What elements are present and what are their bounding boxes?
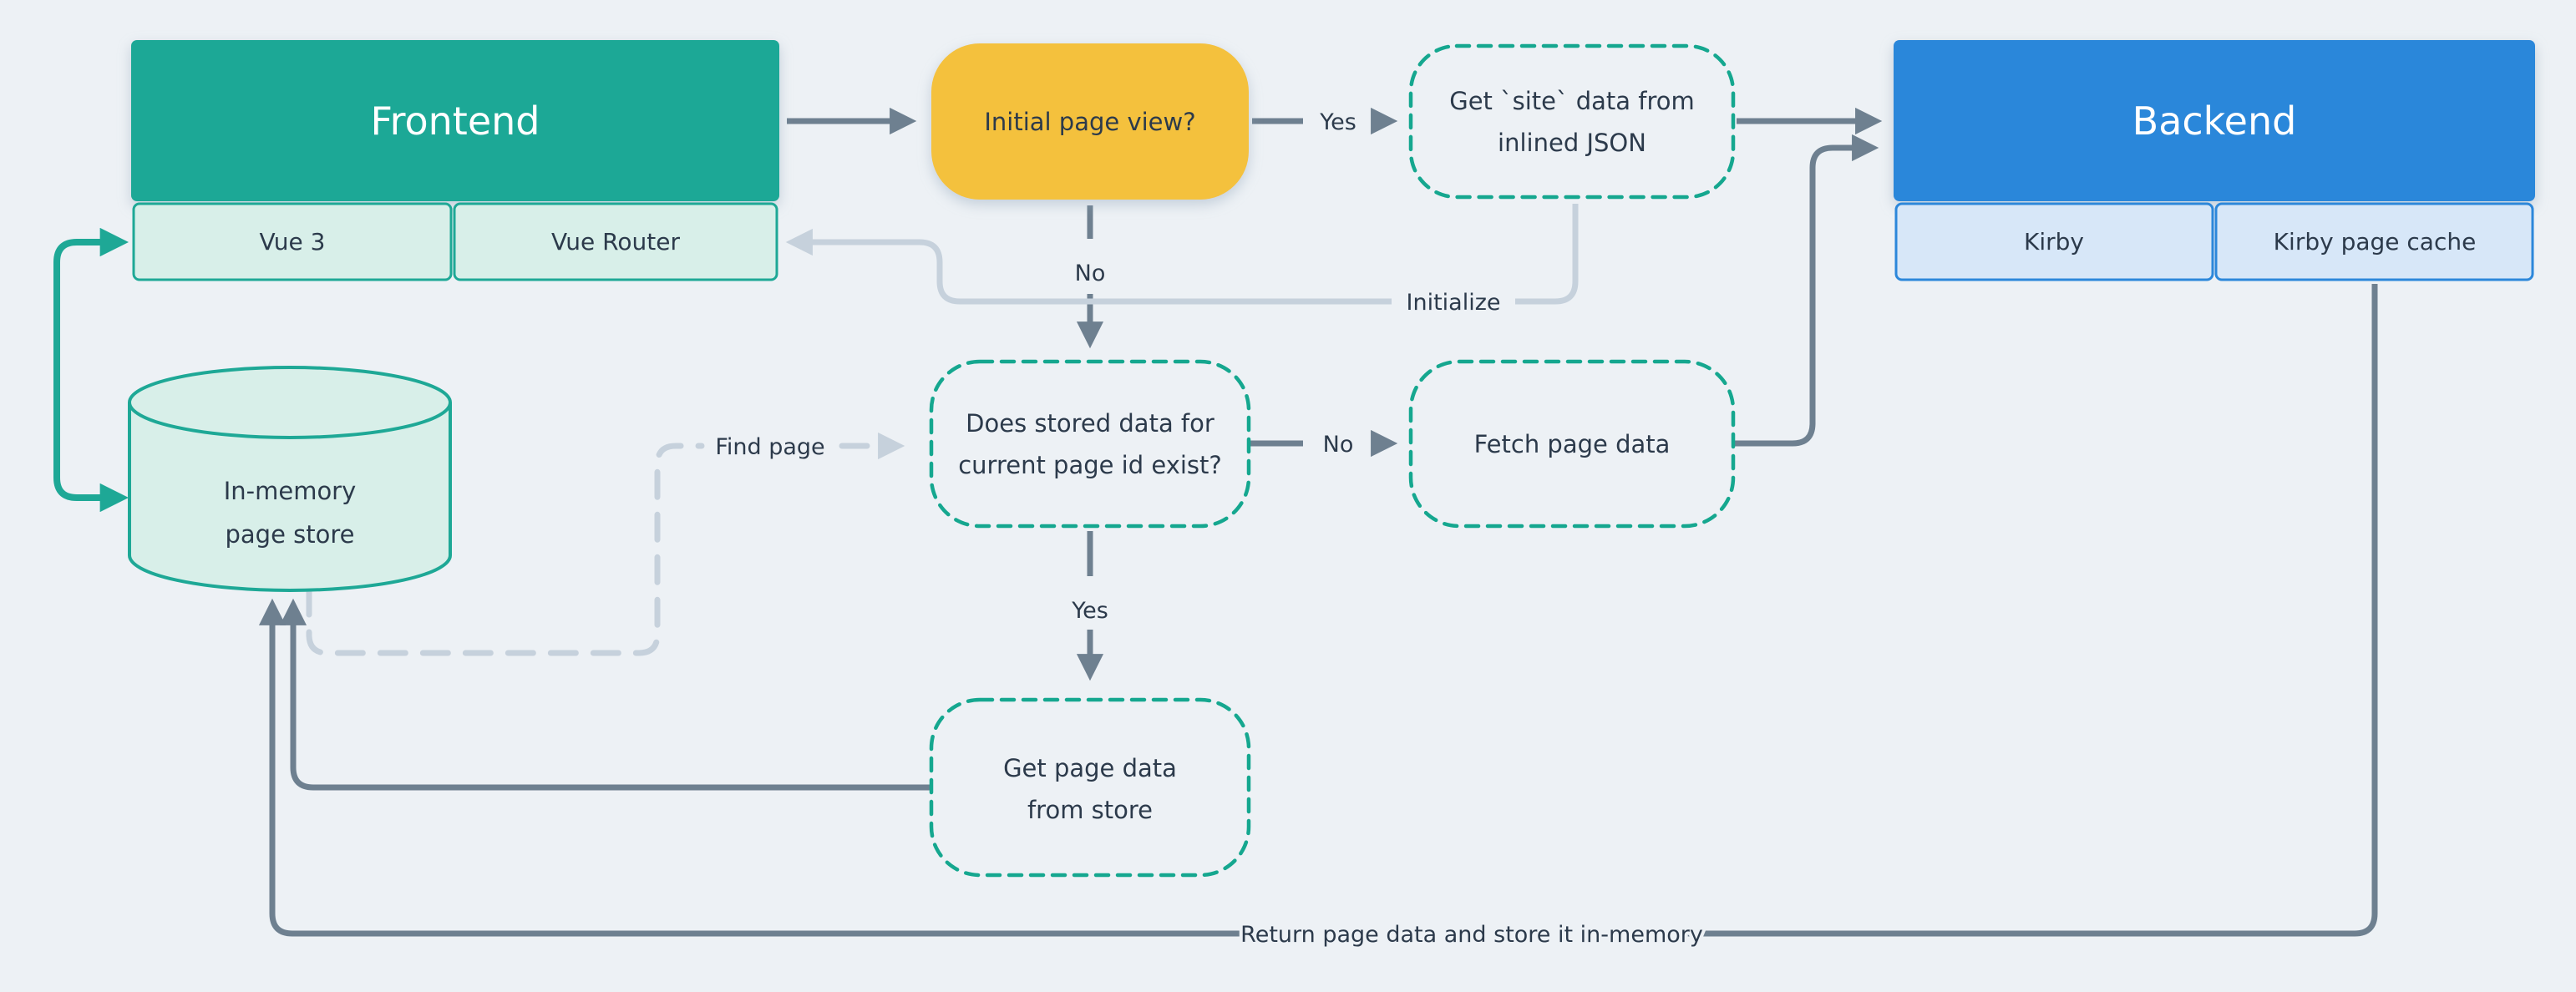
node-get-page-data: Get page data from store	[929, 697, 1251, 878]
initial-page-view-label: Initial page view?	[984, 108, 1195, 136]
edge-label-yes-initial: Yes	[1319, 109, 1356, 135]
backend-box	[1894, 40, 2535, 201]
store-cylinder: In-memory page store	[128, 366, 452, 592]
fetch-page-data-shape	[1408, 359, 1736, 529]
module-vue-3-label: Vue 3	[260, 228, 326, 256]
arrow-return-segment-right	[1681, 284, 2378, 937]
decision-stored-data-shape	[929, 359, 1251, 529]
module-kirby	[1894, 202, 2214, 281]
get-page-data-line1: Get page data	[1003, 754, 1177, 782]
arrow-getpage-to-store	[279, 598, 930, 791]
fetch-page-data-label: Fetch page data	[1474, 430, 1671, 458]
edge-label-yes-decision: Yes	[1071, 598, 1108, 624]
arrow-return-to-store	[258, 598, 1265, 937]
module-vue-router-label: Vue Router	[551, 228, 680, 256]
module-kirby-page-cache	[2214, 202, 2534, 281]
edge-label-return-store: Return page data and store it in-memory	[1240, 922, 1703, 948]
get-site-data-line1: Get `site` data from	[1449, 87, 1695, 115]
frontend-box	[131, 40, 779, 201]
cylinder-top	[128, 366, 452, 439]
module-kirby-label: Kirby	[2024, 228, 2084, 256]
frontend-title: Frontend	[370, 99, 540, 144]
node-decision-stored-data: Does stored data for current page id exi…	[929, 359, 1251, 529]
get-page-data-line2: from store	[1027, 796, 1153, 824]
module-vue-3	[132, 202, 453, 281]
arrow-fetch-to-backend	[1735, 134, 1879, 447]
decision-stored-data-line2: current page id exist?	[958, 451, 1222, 479]
module-kirby-page-cache-label: Kirby page cache	[2274, 228, 2477, 256]
get-page-data-shape	[929, 697, 1251, 878]
node-get-site-data: Get `site` data from inlined JSON	[1408, 43, 1736, 200]
arrow-initialize-to-vuerouter	[785, 228, 1392, 305]
edge-label-find-page: Find page	[715, 434, 824, 460]
arrow-findpage-segment	[306, 443, 705, 656]
module-vue-router	[453, 202, 778, 281]
edge-label-no-decision: No	[1323, 432, 1354, 458]
connector-store-to-vue3	[53, 227, 129, 376]
store-label-line2: page store	[226, 520, 355, 549]
store-label-line1: In-memory	[224, 477, 357, 505]
edge-label-initialize: Initialize	[1407, 290, 1501, 316]
frontend-block: Frontend Vue 3 Vue Router	[131, 40, 779, 281]
node-fetch-page-data: Fetch page data	[1408, 359, 1736, 529]
edge-label-no-initial: No	[1075, 261, 1106, 286]
backend-block: Backend Kirby Kirby page cache	[1894, 40, 2535, 281]
connector-vue3-to-store	[53, 376, 129, 513]
node-initial-page-view: Initial page view?	[931, 43, 1249, 200]
get-site-data-line2: inlined JSON	[1498, 129, 1646, 157]
get-site-data-shape	[1408, 43, 1736, 200]
cylinder-body	[128, 402, 452, 592]
initial-page-view-shape	[931, 43, 1249, 200]
decision-stored-data-line1: Does stored data for	[966, 409, 1214, 438]
backend-title: Backend	[2132, 99, 2297, 144]
arrow-initialize-segment-right	[1515, 204, 1579, 305]
